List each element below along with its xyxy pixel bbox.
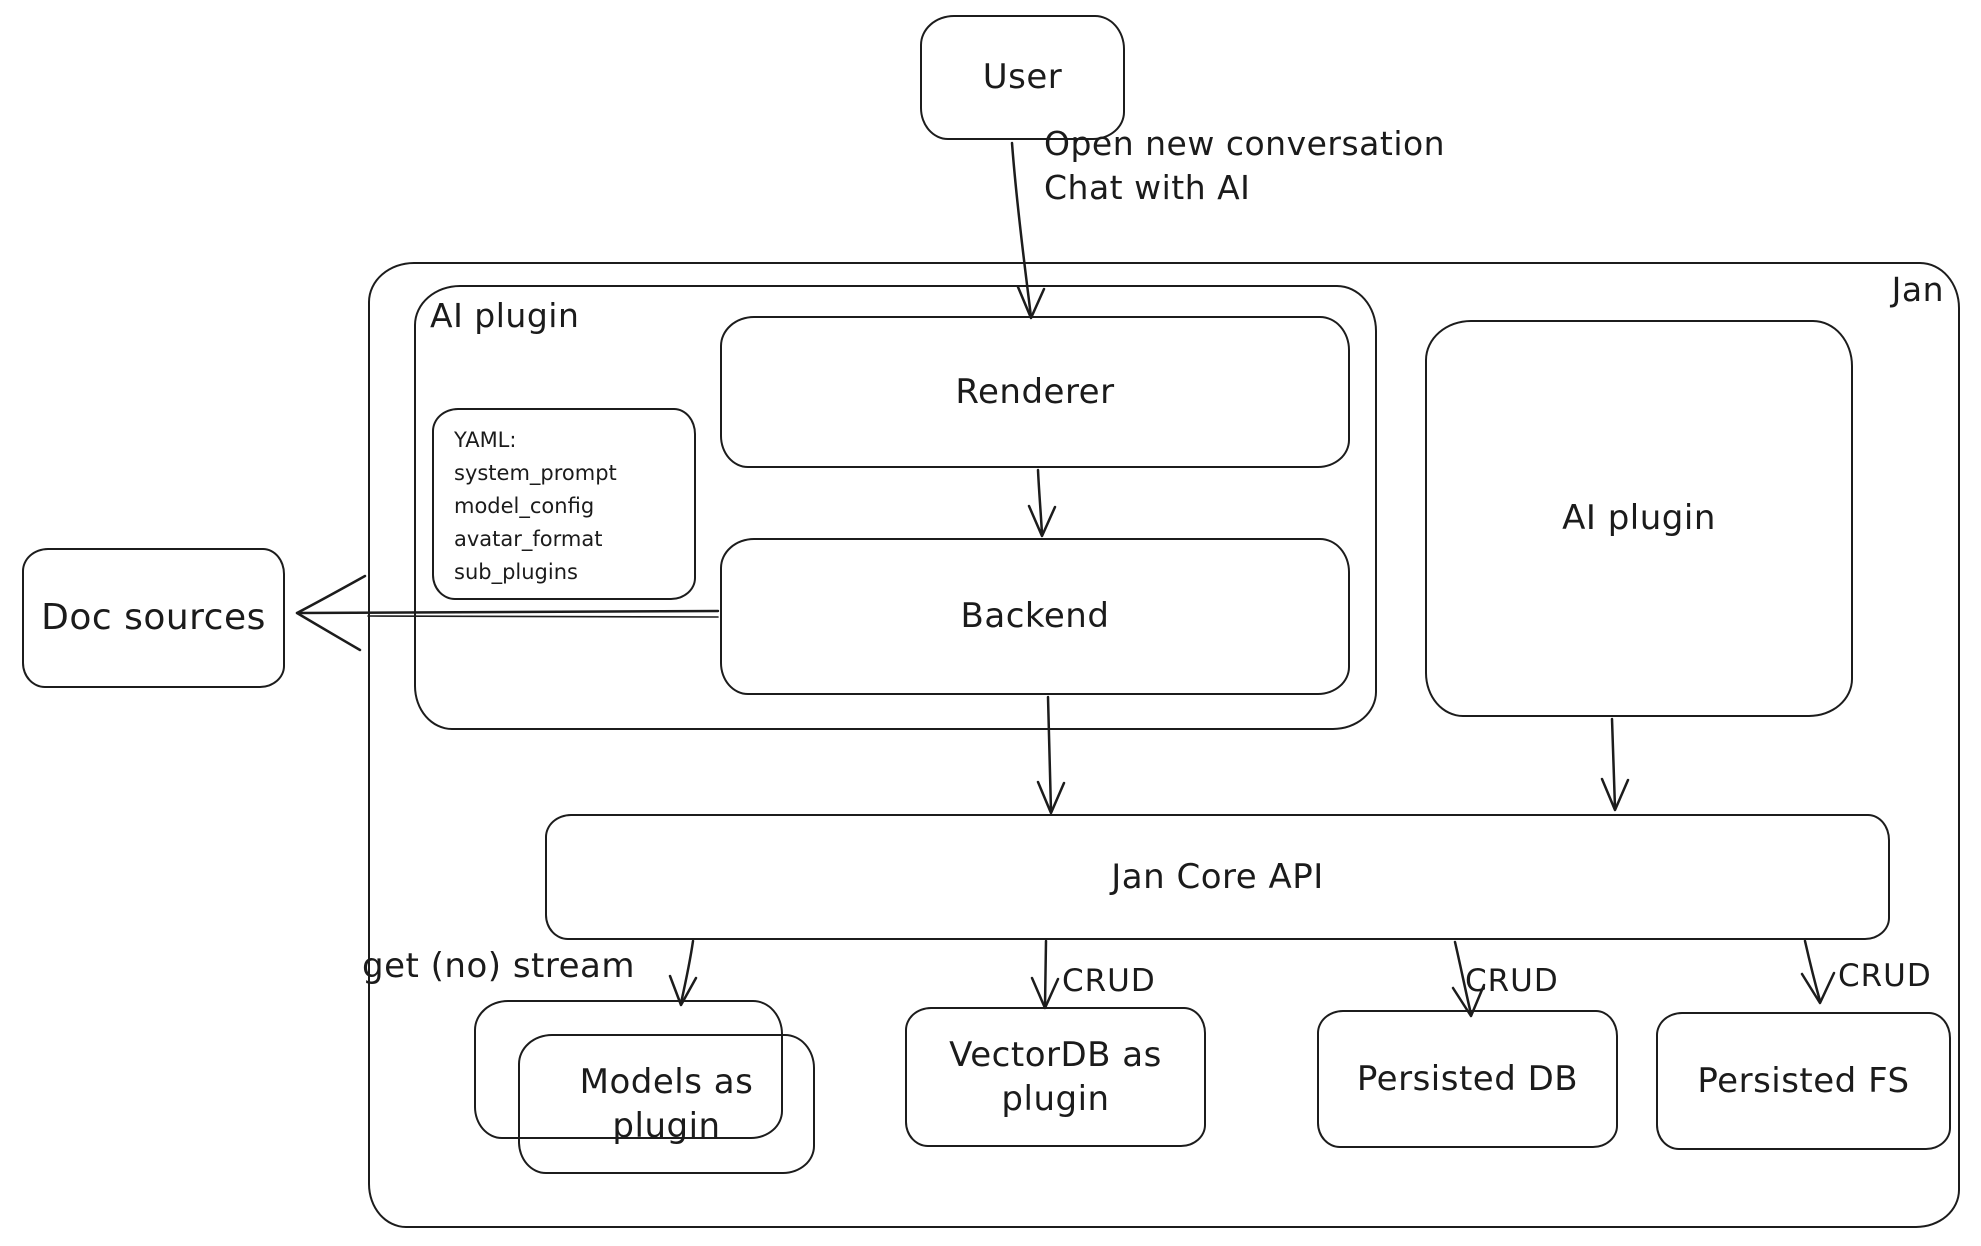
jan-container-label: Jan	[1891, 270, 1944, 309]
persisted-db-label: Persisted DB	[1356, 1058, 1579, 1099]
vectordb-as-plugin-node: VectorDB as plugin	[905, 1007, 1206, 1147]
jan-core-api-node: Jan Core API	[545, 814, 1890, 940]
yaml-note-line-4: avatar_format	[454, 527, 603, 551]
doc-sources-node: Doc sources	[22, 548, 285, 688]
yaml-note-line-1: YAML:	[454, 428, 517, 452]
yaml-note: YAML: system_prompt model_config avatar_…	[432, 408, 696, 600]
get-no-stream-label: get (no) stream	[362, 946, 635, 986]
yaml-note-line-3: model_config	[454, 494, 595, 518]
crud-label-persisted-fs: CRUD	[1838, 958, 1932, 994]
user-label: User	[982, 57, 1063, 98]
persisted-db-node: Persisted DB	[1317, 1010, 1618, 1148]
backend-label: Backend	[960, 596, 1110, 637]
persisted-fs-node: Persisted FS	[1656, 1012, 1951, 1150]
user-node: User	[920, 15, 1125, 140]
ai-plugin-group-label: AI plugin	[430, 296, 580, 335]
backend-node: Backend	[720, 538, 1350, 695]
models-as-plugin-label: Models as plugin	[579, 1061, 754, 1146]
doc-sources-label: Doc sources	[41, 596, 266, 638]
models-as-plugin-node: Models as plugin	[518, 1034, 815, 1174]
crud-label-vectordb: CRUD	[1062, 963, 1156, 999]
renderer-node: Renderer	[720, 316, 1350, 468]
crud-label-persisted-db: CRUD	[1465, 963, 1559, 999]
ai-plugin-right-label: AI plugin	[1562, 498, 1716, 539]
ai-plugin-right-node: AI plugin	[1425, 320, 1853, 717]
user-action-edge-label: Open new conversation Chat with AI	[1044, 122, 1445, 209]
arrowhead-backend-to-doc-sources	[295, 574, 367, 652]
persisted-fs-label: Persisted FS	[1697, 1060, 1910, 1101]
jan-core-api-label: Jan Core API	[1111, 856, 1324, 897]
vectordb-as-plugin-label: VectorDB as plugin	[949, 1034, 1162, 1119]
user-action-line-2: Chat with AI	[1044, 167, 1251, 207]
user-action-line-1: Open new conversation	[1044, 124, 1446, 163]
renderer-label: Renderer	[955, 371, 1115, 412]
yaml-note-line-2: system_prompt	[454, 461, 617, 485]
yaml-note-line-5: sub_plugins	[454, 560, 578, 584]
models-as-plugin-back-box	[474, 1000, 783, 1139]
